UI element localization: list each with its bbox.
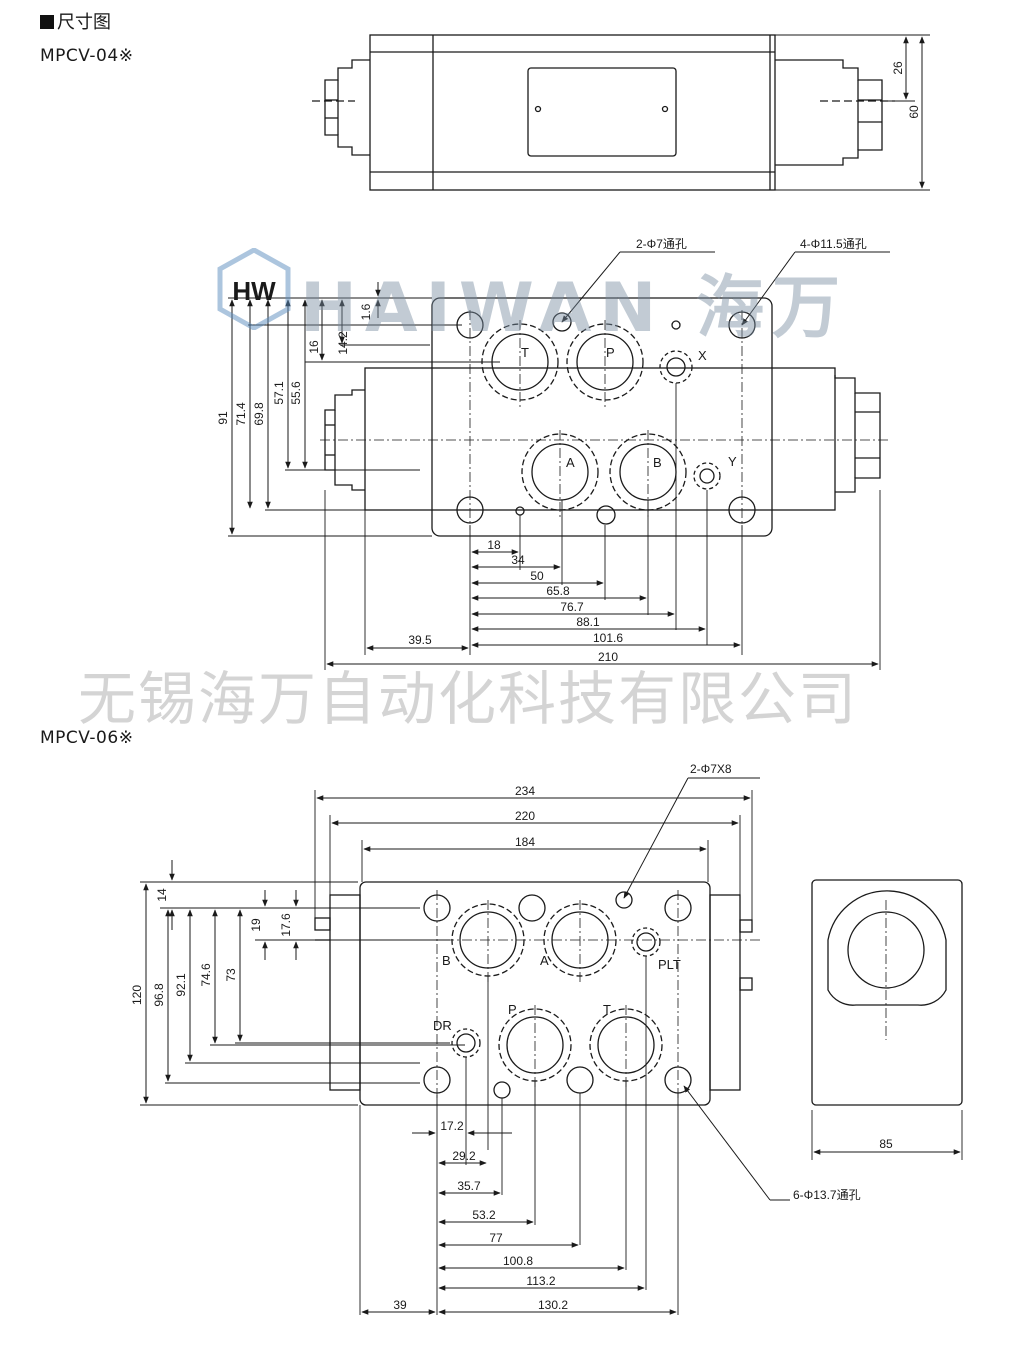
model-label-04: MPCV-04※ [40,46,134,66]
port-06-t: T [603,1002,611,1017]
haiwan-logo-icon: HW [217,248,291,330]
dim-06-v-92-1: 92.1 [174,973,188,997]
dim-06-h-39: 39 [393,1298,407,1312]
dim-06-h-130-2: 130.2 [538,1298,568,1312]
mpcv06-front-view [140,777,790,1315]
dim-04-v-91: 91 [216,411,230,425]
dim-04-h-18: 18 [487,538,501,552]
section-title: 尺寸图 [40,8,111,34]
dim-04-v-69-8: 69.8 [252,402,266,426]
dim-04-v-57-1: 57.1 [272,381,286,405]
dim-06-top-220: 220 [515,809,535,823]
dim-06-v-120: 120 [130,985,144,1005]
dim-04-side-60: 60 [907,105,921,119]
dim-04-v-16: 16 [307,340,321,354]
brand-watermark: HAIWAN 海万 [300,269,849,348]
port-04-a: A [566,455,575,470]
port-06-b: B [442,953,451,968]
dim-06-v-19: 19 [249,918,263,932]
port-04-y: Y [728,454,737,469]
dim-06-v-17-6: 17.6 [279,913,293,937]
port-06-plt: PLT [658,957,681,972]
port-04-t: T [521,345,529,360]
dim-04-h-39-5: 39.5 [408,633,432,647]
dim-04-v-14-2: 14.2 [336,331,350,355]
dim-04-h-88-1: 88.1 [576,615,600,629]
dim-04-h-101-6: 101.6 [593,631,623,645]
dim-04-v-71-4: 71.4 [234,402,248,426]
port-04-b: B [653,455,662,470]
dim-06-h-77: 77 [489,1231,503,1245]
mpcv04-front-view [228,251,890,670]
dim-06-h-17-2: 17.2 [440,1119,464,1133]
mpcv04-side-view [312,34,930,191]
port-06-dr: DR [433,1018,452,1033]
dim-06-h-100-8: 100.8 [503,1254,533,1268]
dim-04-side-26: 26 [891,61,905,75]
dim-04-h-50: 50 [530,569,544,583]
note-04-small-holes: 2-Φ7通孔 [636,237,687,251]
dim-06-h-113-2: 113.2 [526,1274,555,1288]
dim-04-v-55-6: 55.6 [289,381,303,405]
note-06-pin-holes: 2-Φ7X8 [690,762,732,776]
dim-04-h-65-8: 65.8 [546,584,570,598]
dim-06-v-73: 73 [224,968,238,982]
dim-04-h-210: 210 [598,650,618,664]
bullet-square-icon [40,15,54,29]
dim-06-v-74-6: 74.6 [199,963,213,987]
dim-06-h-29-2: 29.2 [452,1149,476,1163]
dim-06-top-234: 234 [515,784,535,798]
model-label-06: MPCV-06※ [40,728,134,748]
dim-06-end-85: 85 [879,1137,893,1151]
dim-04-v-1-6: 1.6 [359,303,373,320]
svg-text:HW: HW [232,276,276,306]
dim-04-h-34: 34 [511,553,525,567]
note-04-mount-holes: 4-Φ11.5通孔 [800,237,867,251]
port-04-x: X [698,348,707,363]
port-06-p: P [508,1002,517,1017]
dim-06-v-14: 14 [155,888,169,902]
dim-06-h-35-7: 35.7 [457,1179,481,1193]
dim-06-h-53-2: 53.2 [472,1208,496,1222]
dim-04-h-76-7: 76.7 [560,600,584,614]
dim-06-v-96-8: 96.8 [152,983,166,1007]
company-watermark: 无锡海万自动化科技有限公司 [78,665,859,733]
port-04-p: P [606,345,615,360]
note-06-mount-holes: 6-Φ13.7通孔 [793,1188,861,1202]
mpcv06-end-view [811,879,963,1160]
port-06-a: A [540,953,549,968]
dim-06-top-184: 184 [515,835,535,849]
